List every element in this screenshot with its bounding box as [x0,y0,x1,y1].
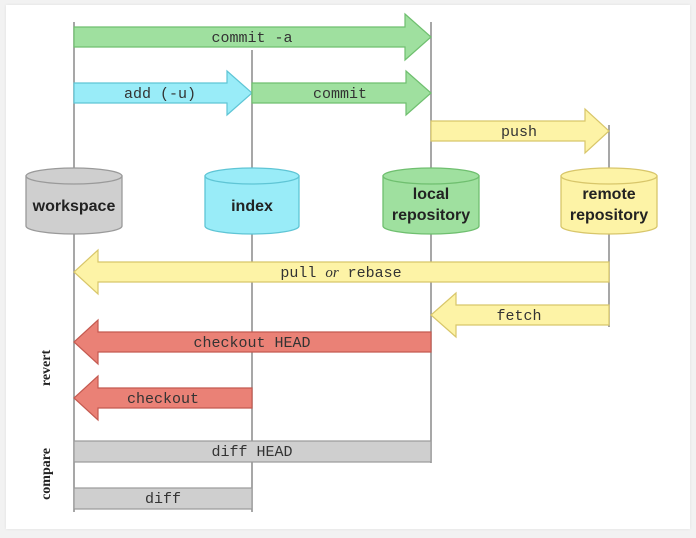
remote-repository-label-line1: remote [582,186,635,203]
remote-repository-cylinder [560,175,658,235]
workspace-node: workspace [25,167,123,235]
commit-a-label: commit -a [211,30,292,47]
push-arrow: push [430,107,610,155]
diff-bar-shape [73,487,253,510]
local-repository-cylinder-top [382,167,480,185]
checkout-head-arrow: checkout HEAD [73,318,432,366]
remote-repository-node: remote repository [560,167,658,235]
push-label: push [501,124,537,141]
checkout-head-label: checkout HEAD [193,335,310,352]
compare-side-label: compare [39,448,54,500]
diff-head-bar: diff HEAD [73,440,432,463]
pull-or-rebase-arrow-shape [73,248,610,296]
add-u-label: add (-u) [124,86,196,103]
commit-arrow-shape [251,69,432,117]
checkout-label: checkout [127,391,199,408]
local-repository-label-line1: local [413,186,449,203]
commit-arrow: commit [251,69,432,117]
diff-bar: diff [73,487,253,510]
checkout-head-arrow-shape [73,318,432,366]
local-repository-cylinder [382,175,480,235]
local-repository-label-line2: repository [392,207,470,224]
add-u-arrow: add (-u) [73,69,253,117]
commit-label: commit [313,86,367,103]
workspace-cylinder [25,175,123,235]
pull-or-rebase-label: pull or rebase [280,265,401,282]
checkout-arrow-shape [73,374,253,422]
revert-side-label: revert [39,350,54,387]
local-repository-node: local repository [382,167,480,235]
workspace-label: workspace [32,198,116,215]
index-node: index [204,167,300,235]
diff-head-label: diff HEAD [211,444,292,461]
pull-label: pull [280,265,325,282]
index-cylinder-top [204,167,300,185]
commit-a-arrow-shape [73,12,432,62]
rebase-label: rebase [339,265,402,282]
fetch-label: fetch [496,308,541,325]
remote-repository-label-line2: repository [570,207,648,224]
commit-a-arrow: commit -a [73,12,432,62]
index-cylinder [204,175,300,235]
or-label: or [325,265,339,281]
remote-repository-cylinder-top [560,167,658,185]
add-u-arrow-shape [73,69,253,117]
fetch-arrow: fetch [430,291,610,339]
workspace-cylinder-top [25,167,123,185]
pull-or-rebase-arrow: pull or rebase [73,248,610,296]
push-arrow-shape [430,107,610,155]
checkout-arrow: checkout [73,374,253,422]
diff-head-bar-shape [73,440,432,463]
index-label: index [231,198,273,215]
fetch-arrow-shape [430,291,610,339]
diff-label: diff [145,491,181,508]
